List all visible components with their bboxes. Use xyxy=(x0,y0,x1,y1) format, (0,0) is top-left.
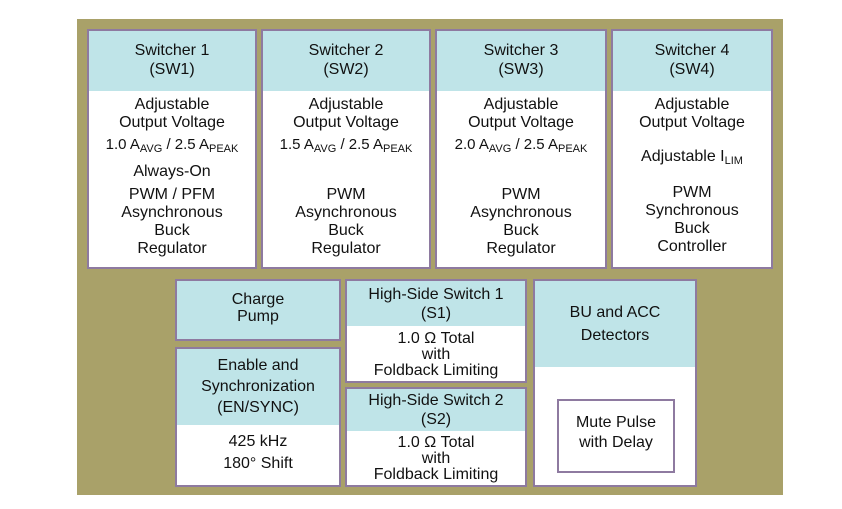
s1-line3: Foldback Limiting xyxy=(373,362,499,379)
s1-code: (S1) xyxy=(420,305,452,322)
en-sync-line3: (EN/SYNC) xyxy=(217,399,299,416)
high-side-switch-2-block: High-Side Switch 2 (S2) 1.0 Ω Total with… xyxy=(345,387,527,487)
switcher-3-type3: Regulator xyxy=(486,240,556,257)
switcher-2-peak-current: / 2.5 A xyxy=(336,136,383,153)
s1-title: High-Side Switch 1 xyxy=(368,286,504,303)
switcher-1-type2: Buck xyxy=(154,222,190,239)
switcher-3-avg-sub: AVG xyxy=(488,143,512,155)
switcher-3-line2: Output Voltage xyxy=(468,114,574,131)
switcher-3-type2: Buck xyxy=(503,222,539,239)
s2-body: 1.0 Ω Total with Foldback Limiting xyxy=(347,431,525,483)
s1-header: High-Side Switch 1 (S1) xyxy=(347,281,525,326)
switcher-2-avg-current: 1.5 A xyxy=(279,136,314,153)
en-sync-line2: Synchronization xyxy=(201,378,315,395)
switcher-3-peak-current: / 2.5 A xyxy=(511,136,558,153)
switcher-1-avg-sub: AVG xyxy=(139,143,163,155)
switcher-1-header: Switcher 1 (SW1) xyxy=(89,31,255,91)
switcher-1-block: Switcher 1 (SW1) Adjustable Output Volta… xyxy=(87,29,257,269)
switcher-3-title: Switcher 3 xyxy=(483,42,559,59)
charge-pump-block: Charge Pump xyxy=(175,279,341,341)
switcher-3-code: (SW3) xyxy=(498,61,544,78)
switcher-3-block: Switcher 3 (SW3) Adjustable Output Volta… xyxy=(435,29,607,269)
en-sync-header: Enable and Synchronization (EN/SYNC) xyxy=(177,349,339,425)
switcher-2-type3: Regulator xyxy=(311,240,381,257)
en-sync-block: Enable and Synchronization (EN/SYNC) 425… xyxy=(175,347,341,487)
switcher-2-title: Switcher 2 xyxy=(308,42,384,59)
switcher-3-body: Adjustable Output Voltage 2.0 AAVG / 2.5… xyxy=(437,91,605,258)
en-sync-line1: Enable and xyxy=(217,357,299,374)
switcher-3-type1: Asynchronous xyxy=(470,204,572,221)
switcher-1-line2: Output Voltage xyxy=(119,114,225,131)
block-diagram-panel: Switcher 1 (SW1) Adjustable Output Volta… xyxy=(77,19,783,495)
switcher-1-type3: Regulator xyxy=(137,240,207,257)
charge-pump-line1: Charge xyxy=(231,291,285,308)
s2-header: High-Side Switch 2 (S2) xyxy=(347,389,525,431)
switcher-4-limit-text: Adjustable I xyxy=(641,148,725,165)
switcher-3-avg-current: 2.0 A xyxy=(454,136,489,153)
switcher-4-limit: Adjustable ILIM xyxy=(613,148,771,170)
switcher-2-current: 1.5 AAVG / 2.5 APEAK xyxy=(263,136,429,158)
switcher-3-mode: PWM xyxy=(501,186,541,203)
charge-pump-text: Charge Pump xyxy=(177,281,339,325)
switcher-3-header: Switcher 3 (SW3) xyxy=(437,31,605,91)
mute-pulse-line2: with Delay xyxy=(579,434,653,451)
switcher-2-line1: Adjustable xyxy=(308,96,384,113)
s1-line2: with xyxy=(421,346,451,363)
s2-line1: 1.0 Ω Total xyxy=(397,434,475,451)
en-sync-body: 425 kHz 180° Shift xyxy=(177,425,339,475)
switcher-1-avg-current: 1.0 A xyxy=(105,136,140,153)
switcher-4-type3: Controller xyxy=(657,238,727,255)
switcher-1-mode: PWM / PFM xyxy=(128,186,216,203)
switcher-2-avg-sub: AVG xyxy=(313,143,337,155)
switcher-4-mode: PWM xyxy=(672,184,712,201)
switcher-2-header: Switcher 2 (SW2) xyxy=(263,31,429,91)
switcher-2-type1: Asynchronous xyxy=(295,204,397,221)
switcher-4-body: Adjustable Output Voltage Adjustable ILI… xyxy=(613,91,771,256)
switcher-1-body: Adjustable Output Voltage 1.0 AAVG / 2.5… xyxy=(89,91,255,258)
s2-title: High-Side Switch 2 xyxy=(368,392,504,409)
en-sync-frequency: 425 kHz xyxy=(228,433,288,450)
switcher-3-peak-sub: PEAK xyxy=(557,143,588,155)
mute-pulse-line1: Mute Pulse xyxy=(575,414,657,431)
s2-line3: Foldback Limiting xyxy=(373,466,499,483)
detectors-line1: BU and ACC xyxy=(569,304,661,321)
high-side-switch-1-block: High-Side Switch 1 (S1) 1.0 Ω Total with… xyxy=(345,279,527,383)
en-sync-shift: 180° Shift xyxy=(223,455,293,472)
switcher-1-line1: Adjustable xyxy=(134,96,210,113)
s2-line2: with xyxy=(421,450,451,467)
switcher-4-title: Switcher 4 xyxy=(654,42,730,59)
switcher-2-mode: PWM xyxy=(326,186,366,203)
switcher-1-title: Switcher 1 xyxy=(134,42,210,59)
switcher-4-code: (SW4) xyxy=(669,61,715,78)
s1-line1: 1.0 Ω Total xyxy=(397,330,475,347)
switcher-2-body: Adjustable Output Voltage 1.5 AAVG / 2.5… xyxy=(263,91,429,258)
s1-body: 1.0 Ω Total with Foldback Limiting xyxy=(347,326,525,379)
switcher-4-type2: Buck xyxy=(674,220,710,237)
switcher-4-line2: Output Voltage xyxy=(639,114,745,131)
switcher-1-current: 1.0 AAVG / 2.5 APEAK xyxy=(89,136,255,158)
charge-pump-line2: Pump xyxy=(237,308,279,325)
switcher-1-always-on: Always-On xyxy=(133,163,211,180)
s2-code: (S2) xyxy=(420,411,452,428)
switcher-2-peak-sub: PEAK xyxy=(382,143,413,155)
switcher-4-type1: Synchronous xyxy=(645,202,739,219)
detectors-block: BU and ACC Detectors Mute Pulse with Del… xyxy=(533,279,697,487)
switcher-3-line1: Adjustable xyxy=(483,96,559,113)
switcher-1-code: (SW1) xyxy=(149,61,195,78)
switcher-1-peak-sub: PEAK xyxy=(208,143,239,155)
switcher-2-block: Switcher 2 (SW2) Adjustable Output Volta… xyxy=(261,29,431,269)
switcher-2-type2: Buck xyxy=(328,222,364,239)
switcher-4-block: Switcher 4 (SW4) Adjustable Output Volta… xyxy=(611,29,773,269)
switcher-4-line1: Adjustable xyxy=(654,96,730,113)
switcher-2-code: (SW2) xyxy=(323,61,369,78)
switcher-1-peak-current: / 2.5 A xyxy=(162,136,209,153)
detectors-line2: Detectors xyxy=(580,327,650,344)
detectors-header: BU and ACC Detectors xyxy=(535,281,695,367)
switcher-2-line2: Output Voltage xyxy=(293,114,399,131)
switcher-4-limit-sub: LIM xyxy=(724,155,743,167)
mute-pulse-block: Mute Pulse with Delay xyxy=(557,399,675,473)
switcher-4-header: Switcher 4 (SW4) xyxy=(613,31,771,91)
switcher-3-current: 2.0 AAVG / 2.5 APEAK xyxy=(437,136,605,158)
switcher-1-type1: Asynchronous xyxy=(121,204,223,221)
